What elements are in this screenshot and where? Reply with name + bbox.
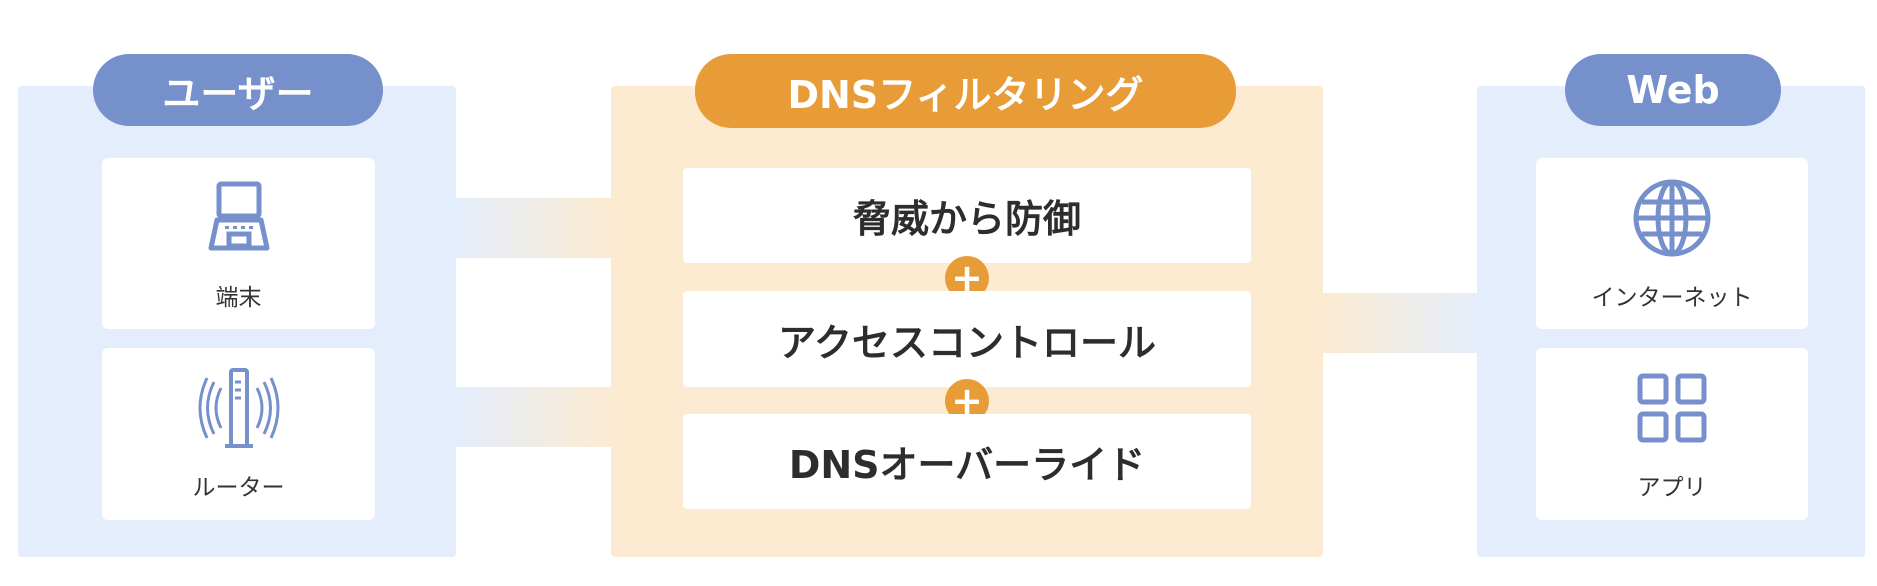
globe-icon xyxy=(1633,179,1711,256)
card-apps: アプリ xyxy=(1536,348,1808,520)
user-panel-title: ユーザー xyxy=(93,54,383,126)
card-terminal: 端末 xyxy=(102,158,375,329)
feature-access-control: アクセスコントロール xyxy=(683,291,1251,387)
card-label: インターネット xyxy=(1591,284,1753,311)
card-router: ルーター xyxy=(102,348,375,520)
card-internet: インターネット xyxy=(1536,158,1808,329)
laptop-icon xyxy=(208,181,269,250)
card-label: アプリ xyxy=(1637,475,1707,501)
router-icon xyxy=(198,368,279,448)
connector-router-dns xyxy=(455,387,615,447)
dns-panel-title: DNSフィルタリング xyxy=(695,54,1236,128)
connector-dns-web xyxy=(1320,293,1480,353)
card-label: ルーター xyxy=(192,475,285,501)
feature-threat-protection: 脅威から防御 xyxy=(683,168,1251,263)
web-panel-title: Web xyxy=(1565,54,1781,126)
connector-terminal-dns xyxy=(455,198,615,258)
card-label: 端末 xyxy=(215,284,262,311)
feature-dns-override: DNSオーバーライド xyxy=(683,414,1251,509)
apps-grid-icon xyxy=(1637,373,1707,443)
